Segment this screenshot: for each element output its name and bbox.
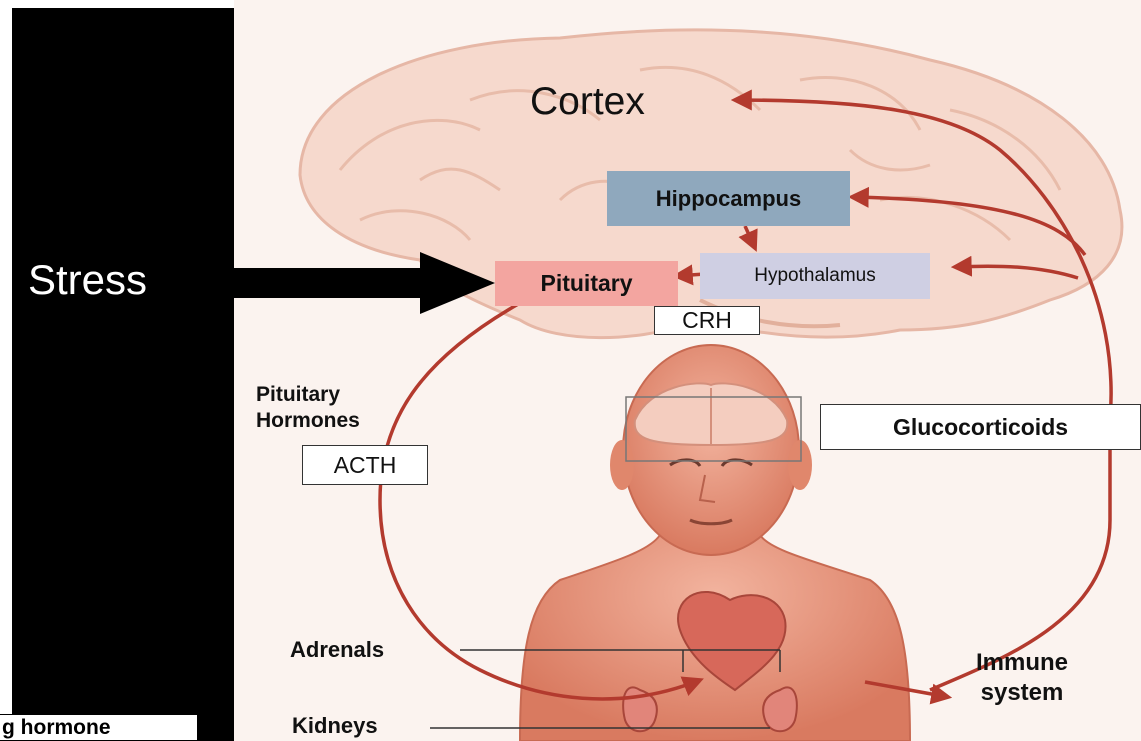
pituitary-hormones-line2: Hormones — [256, 408, 360, 434]
adrenals-label: Adrenals — [290, 637, 384, 663]
immune-line1: Immune — [976, 648, 1068, 678]
pituitary-box: Pituitary — [495, 261, 678, 306]
stress-arrow-shaft — [234, 268, 434, 298]
hippocampus-box: Hippocampus — [607, 171, 850, 226]
immune-line2: system — [976, 678, 1068, 708]
immune-system-label: Immune system — [976, 648, 1068, 708]
pituitary-hormones-label: Pituitary Hormones — [256, 382, 360, 434]
caption-fragment: g hormone — [0, 714, 198, 741]
crh-box: CRH — [654, 306, 760, 335]
stress-label: Stress — [28, 256, 147, 304]
pituitary-hormones-line1: Pituitary — [256, 382, 360, 408]
cortex-label: Cortex — [530, 80, 645, 124]
glucocorticoids-box: Glucocorticoids — [820, 404, 1141, 450]
kidneys-label: Kidneys — [292, 713, 378, 739]
acth-box: ACTH — [302, 445, 428, 485]
hypothalamus-box: Hypothalamus — [700, 253, 930, 299]
